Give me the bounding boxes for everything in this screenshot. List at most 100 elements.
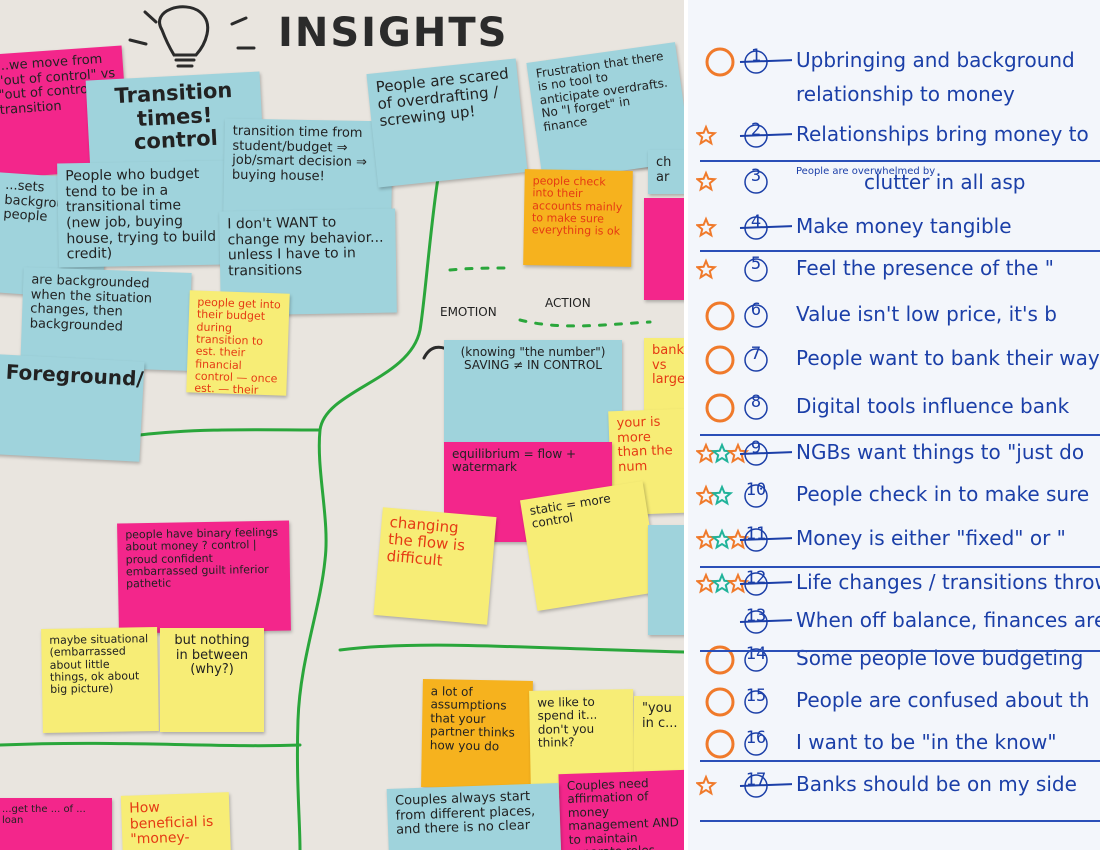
sticky-note: are backgrounded when the situation chan… bbox=[20, 267, 192, 371]
insight-item: 13 When off balance, finances are bbox=[688, 604, 1100, 640]
insight-text: Relationships bring money to bbox=[796, 122, 1089, 146]
insight-number: 15 bbox=[745, 686, 767, 706]
insight-list: 1 Upbringing and background relationship t… bbox=[688, 0, 1100, 850]
group-rule bbox=[700, 760, 1100, 762]
action-label: ACTION bbox=[545, 296, 591, 310]
insight-item: 6 Value isn't low price, it's b bbox=[688, 298, 1100, 334]
insight-number: 12 bbox=[745, 568, 767, 588]
group-rule bbox=[700, 650, 1100, 652]
sticky-note: people check into their accounts mainly … bbox=[523, 169, 633, 267]
insight-text: Value isn't low price, it's b bbox=[796, 302, 1057, 326]
star-mark-icon bbox=[696, 258, 768, 282]
insight-text: People want to bank their way bbox=[796, 346, 1100, 370]
sticky-note: People who budget tend to be in a transi… bbox=[57, 160, 227, 268]
sticky-note-foreground-background: Foreground/background. bbox=[0, 354, 145, 462]
insight-item: 2 Relationships bring money to bbox=[688, 118, 1100, 154]
sticky-note: Couples need affirmation of money manage… bbox=[558, 769, 684, 850]
sticky-note: but nothing in between (why?) bbox=[160, 628, 264, 732]
insight-item: 8 Digital tools influence bank bbox=[688, 390, 1100, 426]
insight-item: 7 People want to bank their way bbox=[688, 342, 1100, 378]
insight-text: relationship to money bbox=[796, 82, 1015, 106]
insight-text: Digital tools influence bank bbox=[796, 394, 1070, 418]
insight-number: 1 bbox=[750, 46, 762, 66]
group-rule bbox=[700, 434, 1100, 436]
emotion-label: EMOTION bbox=[440, 305, 497, 319]
circle-mark-icon bbox=[705, 687, 768, 717]
star-mark-icon bbox=[696, 442, 792, 466]
insight-text: NGBs want things to "just do bbox=[796, 440, 1085, 464]
insight-number: 3 bbox=[750, 166, 762, 186]
group-rule bbox=[700, 160, 1100, 162]
star-mark-icon bbox=[739, 610, 792, 634]
insight-text: Money is either "fixed" or " bbox=[796, 526, 1066, 550]
insight-number: 6 bbox=[750, 300, 762, 320]
insight-number: 14 bbox=[745, 644, 767, 664]
sticky-note bbox=[648, 525, 684, 635]
insight-text: Banks should be on my side bbox=[796, 772, 1077, 796]
sticky-note: a lot of assumptions that your partner t… bbox=[421, 679, 533, 789]
sticky-note bbox=[644, 198, 684, 300]
insight-text: I want to be "in the know" bbox=[796, 730, 1057, 754]
insight-number: 7 bbox=[750, 344, 762, 364]
insight-item: 15 People are confused about th bbox=[688, 684, 1100, 720]
star-mark-icon bbox=[696, 572, 792, 596]
star-mark-icon bbox=[696, 124, 792, 148]
insight-number: 2 bbox=[750, 120, 762, 140]
insights-whiteboard-photo: 1 Upbringing and background relationship t… bbox=[688, 0, 1100, 850]
insight-number: 17 bbox=[745, 770, 767, 790]
group-rule bbox=[700, 820, 1100, 822]
insight-text: Feel the presence of the " bbox=[796, 256, 1054, 280]
sticky-note: ...get the ... of ... loan bbox=[0, 798, 112, 850]
insight-text: People are confused about th bbox=[796, 688, 1090, 712]
star-mark-icon bbox=[696, 170, 768, 194]
sticky-note: changing the flow is difficult bbox=[373, 507, 497, 625]
group-rule bbox=[700, 250, 1100, 252]
insight-item: 9 NGBs want things to "just do bbox=[688, 436, 1100, 472]
insights-board-photo: INSIGHTS EMOTION ACTION ...we move from … bbox=[0, 0, 684, 850]
insight-item-continuation: relationship to money bbox=[688, 78, 1100, 114]
insight-item: 5 Feel the presence of the " bbox=[688, 252, 1100, 288]
star-mark-icon bbox=[696, 528, 792, 552]
sticky-note: people have binary feelings about money … bbox=[117, 520, 291, 634]
insight-number: 16 bbox=[745, 728, 767, 748]
insight-number: 10 bbox=[745, 480, 767, 500]
star-mark-icon bbox=[696, 216, 792, 240]
insight-text-small: People are overwhelmed by bbox=[796, 166, 936, 177]
sticky-note: maybe situational (embarrassed about lit… bbox=[41, 626, 159, 734]
insight-number: 13 bbox=[745, 606, 767, 626]
circle-mark-icon bbox=[705, 301, 768, 331]
insight-number: 8 bbox=[750, 392, 762, 412]
insight-item: 17 Banks should be on my side bbox=[688, 768, 1100, 804]
sticky-note: people get into their budget during tran… bbox=[186, 290, 290, 396]
insight-number: 9 bbox=[750, 438, 762, 458]
insight-item: 16 I want to be "in the know" bbox=[688, 726, 1100, 762]
circle-mark-icon bbox=[705, 729, 768, 759]
sticky-note: (knowing "the number") SAVING ≠ IN CONTR… bbox=[444, 340, 622, 442]
board-title: INSIGHTS bbox=[278, 10, 509, 56]
photo-divider bbox=[684, 0, 688, 850]
circle-mark-icon bbox=[705, 345, 768, 375]
insight-item: 12 Life changes / transitions throw bbox=[688, 566, 1100, 602]
group-rule bbox=[700, 566, 1100, 568]
insight-number: 11 bbox=[745, 524, 767, 544]
insight-text: Life changes / transitions throw bbox=[796, 570, 1100, 594]
insight-item: 1 Upbringing and background bbox=[688, 44, 1100, 80]
insight-text: When off balance, finances are bbox=[796, 608, 1100, 632]
sticky-note: ch ar bbox=[648, 150, 684, 194]
insight-number: 5 bbox=[750, 254, 762, 274]
insight-text: clutter in all asp bbox=[864, 170, 1026, 194]
circle-mark-icon bbox=[705, 47, 792, 77]
insight-text: Upbringing and background bbox=[796, 48, 1075, 72]
star-mark-icon bbox=[696, 484, 768, 508]
insight-item: 11 Money is either "fixed" or " bbox=[688, 522, 1100, 558]
sticky-note: static = more control bbox=[520, 480, 660, 612]
sticky-note: People are scared of overdrafting / scre… bbox=[366, 58, 528, 188]
insight-text: Make money tangible bbox=[796, 214, 1012, 238]
sticky-note: Couples always start from different plac… bbox=[386, 783, 562, 850]
star-mark-icon bbox=[696, 774, 792, 798]
sticky-note: How beneficial is "money- bbox=[120, 792, 232, 850]
